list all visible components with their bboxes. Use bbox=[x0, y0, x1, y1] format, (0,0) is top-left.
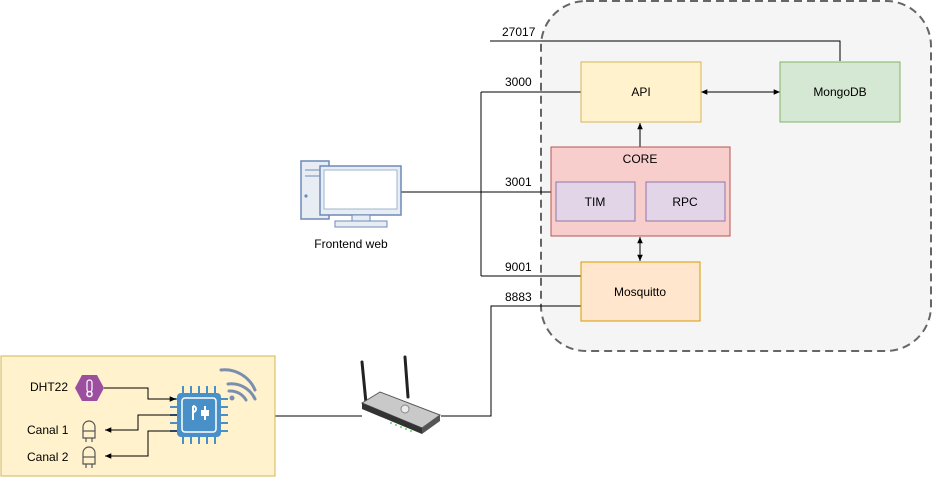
api-node: API bbox=[580, 61, 702, 123]
port-label-mosquitto-mqtt: 8883 bbox=[505, 290, 532, 304]
mcu-to-canal2-arrow bbox=[105, 430, 177, 459]
tim-label: TIM bbox=[585, 195, 606, 209]
core-node: CORE TIM RPC bbox=[550, 146, 731, 237]
port-label-core: 3001 bbox=[505, 175, 532, 189]
tim-box bbox=[555, 181, 636, 222]
mcu-to-canal1-arrow bbox=[105, 414, 177, 433]
mongodb-port-line bbox=[490, 40, 841, 61]
dht22-label: DHT22 bbox=[30, 380, 68, 394]
connections bbox=[275, 40, 841, 417]
mosquitto-node: Mosquitto bbox=[580, 261, 701, 322]
led-icon bbox=[82, 446, 96, 468]
canal1-label: Canal 1 bbox=[27, 423, 69, 437]
router-mosquitto-line bbox=[441, 305, 581, 417]
rpc-box bbox=[645, 181, 726, 222]
core-label: CORE bbox=[623, 152, 658, 166]
mosquitto-label: Mosquitto bbox=[614, 285, 666, 299]
api-label: API bbox=[631, 85, 650, 99]
router-icon bbox=[360, 355, 442, 434]
frontend-label: Frontend web bbox=[314, 237, 388, 251]
wifi-icon bbox=[219, 368, 257, 402]
mongodb-node: MongoDB bbox=[779, 61, 901, 123]
port-label-mosquitto-ws: 9001 bbox=[505, 260, 532, 274]
rpc-label: RPC bbox=[672, 195, 698, 209]
mongodb-label: MongoDB bbox=[813, 85, 866, 99]
dht22-to-mcu-arrow bbox=[104, 387, 176, 402]
port-label-api: 3000 bbox=[505, 75, 532, 89]
computer-icon bbox=[300, 160, 402, 228]
port-label-mongodb: 27017 bbox=[502, 25, 536, 39]
canal2-label: Canal 2 bbox=[27, 450, 69, 464]
led-icon bbox=[82, 420, 96, 442]
thermometer-icon bbox=[75, 375, 104, 401]
microcontroller-icon bbox=[170, 386, 228, 444]
